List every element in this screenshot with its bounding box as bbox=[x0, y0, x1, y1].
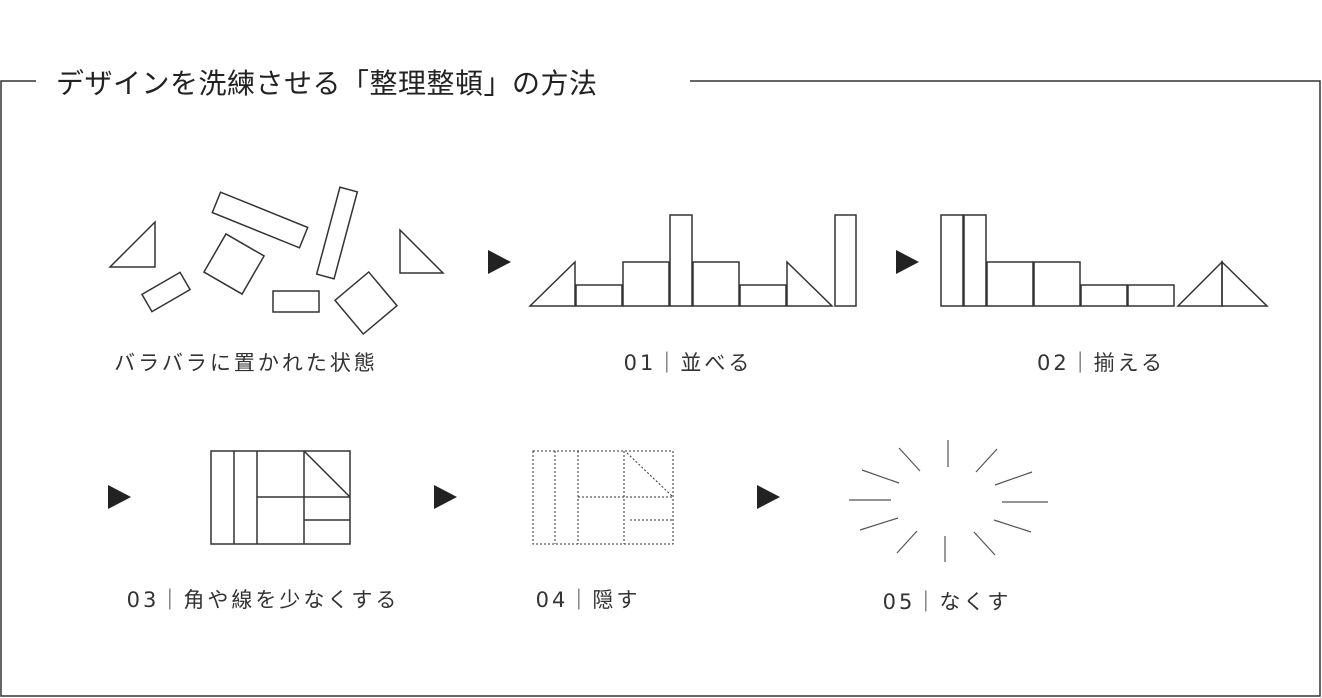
frame bbox=[0, 80, 1321, 697]
step-label-05: 05｜なくす bbox=[882, 590, 1012, 614]
step-label-01: 01｜並べる bbox=[623, 351, 753, 375]
arrow-right-icon bbox=[434, 485, 457, 509]
step-label-scattered: バラバラに置かれた状態 bbox=[114, 351, 378, 375]
step-label-03: 03｜角や線を少なくする bbox=[126, 588, 400, 612]
arrow-icons bbox=[108, 250, 919, 509]
hidden-lines-shape bbox=[532, 450, 674, 545]
burst-lines bbox=[849, 440, 1048, 562]
page-title: デザインを洗練させる「整理整頓」の方法 bbox=[52, 62, 602, 102]
aligned-shapes bbox=[940, 214, 1269, 307]
arrow-right-icon bbox=[488, 250, 511, 274]
scattered-shapes bbox=[108, 186, 445, 336]
reduced-lines-shape bbox=[210, 450, 351, 545]
arrow-right-icon bbox=[108, 485, 131, 509]
step-label-04: 04｜隠す bbox=[535, 588, 641, 612]
arranged-shapes bbox=[528, 214, 857, 307]
arrow-right-icon bbox=[757, 485, 780, 509]
step-label-02: 02｜揃える bbox=[1036, 351, 1166, 375]
arrow-right-icon bbox=[896, 250, 919, 274]
